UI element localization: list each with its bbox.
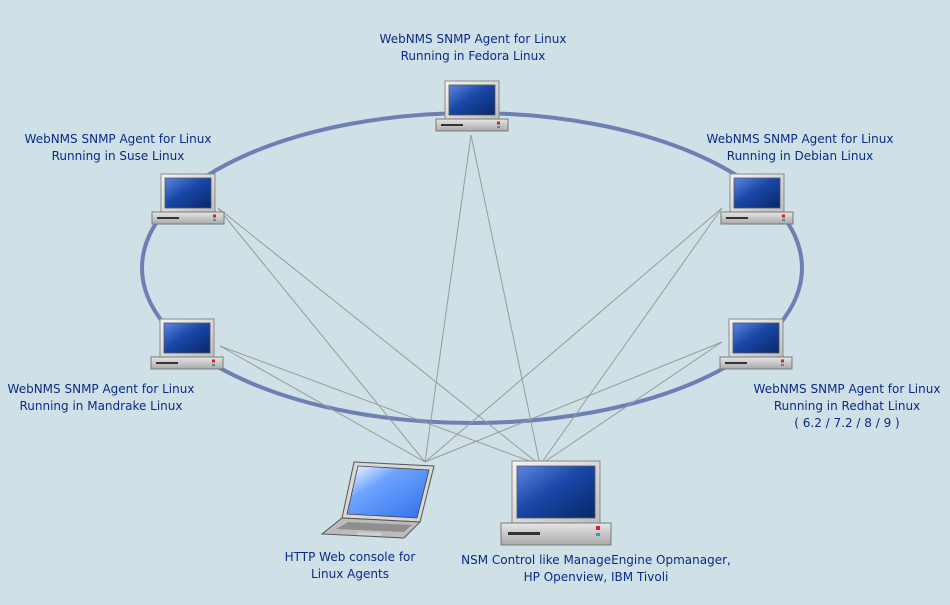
http-console-label-line1: HTTP Web console for (284, 550, 416, 564)
nsm-server-workstation-icon (500, 460, 612, 546)
suse-desktop-computer-icon (151, 173, 225, 225)
link-fedora-manager (470, 134, 541, 466)
link-redhat-console (424, 341, 723, 463)
link-suse-console (217, 207, 426, 463)
debian-label-line2: Running in Debian Linux (726, 149, 874, 163)
http-console-label: HTTP Web console for Linux Agents (270, 549, 430, 583)
fedora-label-line1: WebNMS SNMP Agent for Linux (379, 32, 567, 46)
fedora-agent-label: WebNMS SNMP Agent for Linux Running in F… (375, 31, 571, 65)
link-redhat-manager (539, 341, 723, 466)
link-mandrake-manager (219, 345, 541, 466)
manager-links (217, 134, 723, 466)
suse-label-line2: Running in Suse Linux (51, 149, 185, 163)
redhat-label-line3: ( 6.2 / 7.2 / 8 / 9 ) (794, 416, 900, 430)
nsm-label-line1: NSM Control like ManageEngine Opmanager, (461, 553, 731, 567)
suse-label-line1: WebNMS SNMP Agent for Linux (24, 132, 212, 146)
debian-agent-label: WebNMS SNMP Agent for Linux Running in D… (702, 131, 898, 165)
redhat-desktop-computer-icon (719, 318, 793, 370)
http-console-label-line2: Linux Agents (311, 567, 389, 581)
link-suse-manager (217, 207, 541, 466)
debian-label-line1: WebNMS SNMP Agent for Linux (706, 132, 894, 146)
console-links (217, 134, 723, 463)
mandrake-label-line2: Running in Mandrake Linux (19, 399, 183, 413)
link-mandrake-console (219, 345, 426, 463)
nsm-control-label: NSM Control like ManageEngine Opmanager,… (455, 552, 737, 586)
redhat-label-line2: Running in Redhat Linux (773, 399, 921, 413)
nsm-label-line2: HP Openview, IBM Tivoli (523, 570, 669, 584)
suse-agent-label: WebNMS SNMP Agent for Linux Running in S… (20, 131, 216, 165)
mandrake-desktop-computer-icon (150, 318, 224, 370)
mandrake-label-line1: WebNMS SNMP Agent for Linux (7, 382, 195, 396)
fedora-desktop-computer-icon (435, 80, 509, 132)
http-console-laptop-icon (321, 461, 435, 539)
mandrake-agent-label: WebNMS SNMP Agent for Linux Running in M… (3, 381, 199, 415)
redhat-label-line1: WebNMS SNMP Agent for Linux (753, 382, 941, 396)
link-debian-manager (539, 207, 723, 466)
debian-desktop-computer-icon (720, 173, 794, 225)
fedora-label-line2: Running in Fedora Linux (400, 49, 546, 63)
link-debian-console (424, 207, 723, 463)
redhat-agent-label: WebNMS SNMP Agent for Linux Running in R… (749, 381, 945, 432)
link-fedora-console (424, 134, 472, 463)
